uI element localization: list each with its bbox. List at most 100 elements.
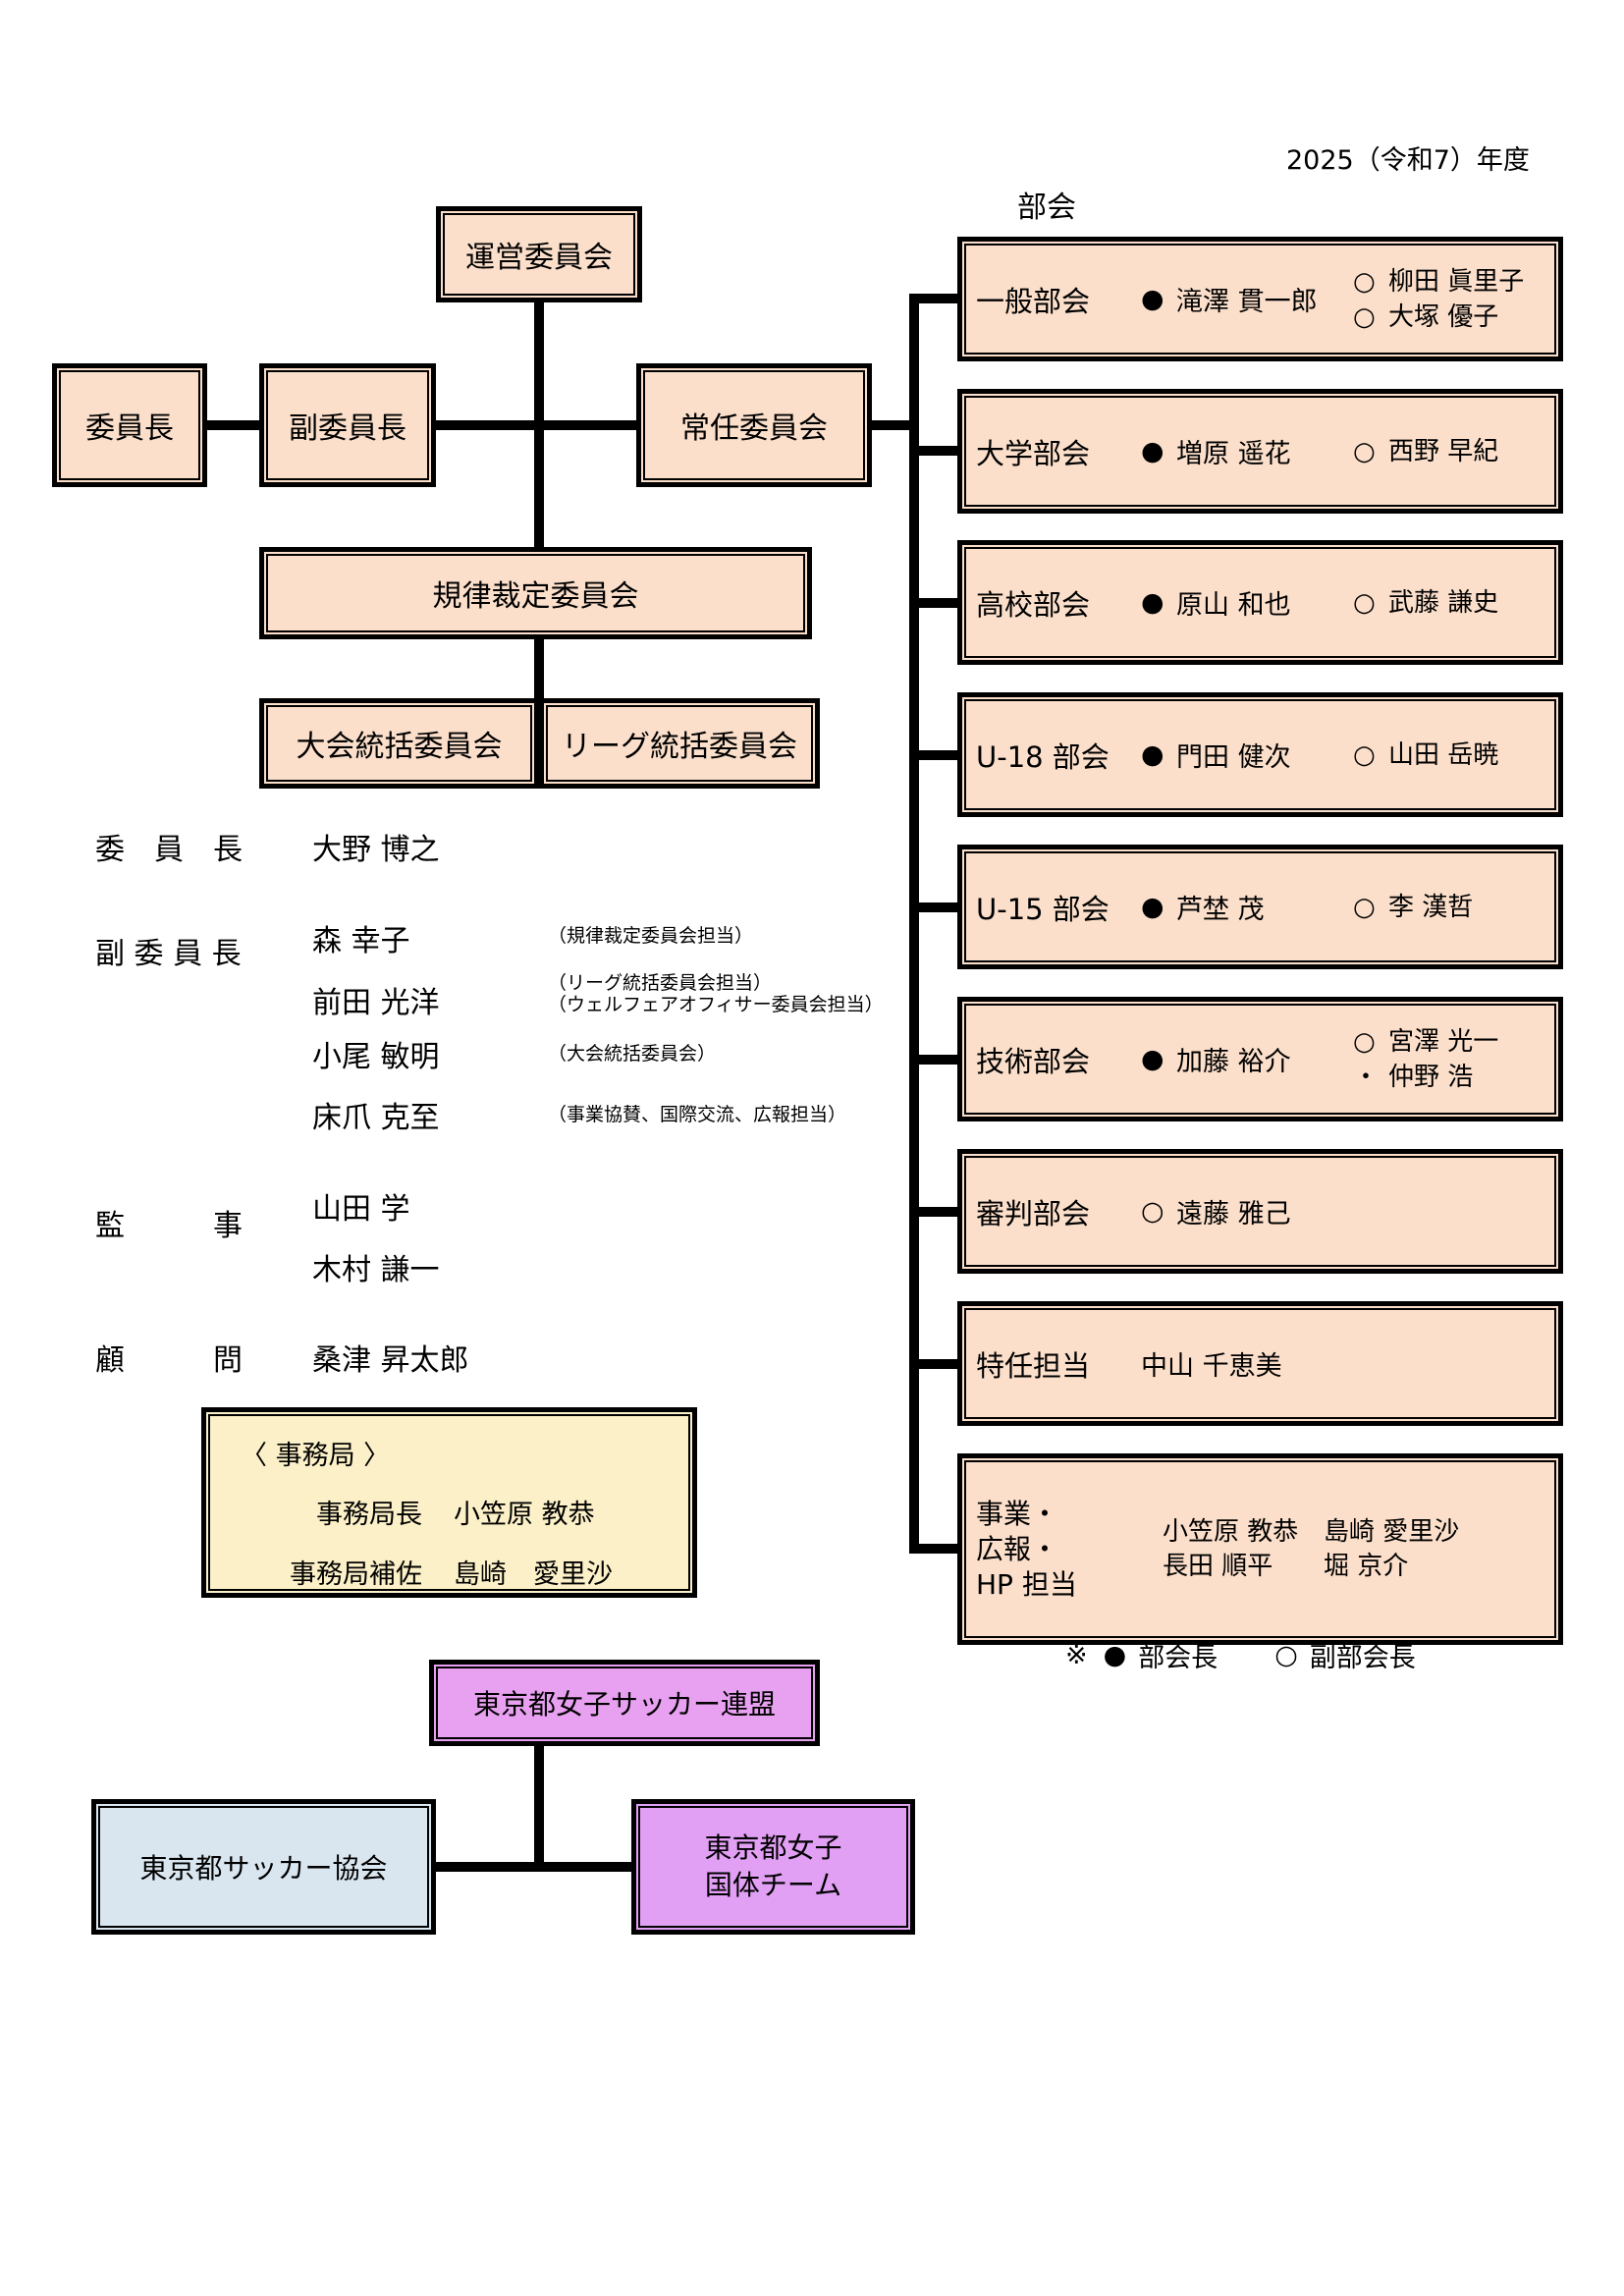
member-name: 小笠原 教恭: [1163, 1516, 1299, 1547]
bukai-name: 特任担当: [976, 1348, 1091, 1383]
officer-name: 桑津 昇太郎: [312, 1343, 469, 1378]
connector-spine: [909, 294, 919, 1554]
vice-name: 西野 早紀: [1388, 436, 1499, 466]
box-label: リーグ統括委員会: [562, 730, 797, 764]
bukai-chief: ● 増原 遥花: [1141, 432, 1353, 470]
vice-name: 柳田 眞里子: [1388, 266, 1525, 297]
box-label: 委員長: [85, 411, 174, 446]
vice-name: 大塚 優子: [1388, 301, 1499, 332]
role-fuku-iincho: 副 委 員 長: [95, 937, 242, 971]
chief-name: 滝澤 貫一郎: [1176, 287, 1318, 317]
connector-line: [207, 420, 259, 430]
bukai-chief: 中山 千恵美: [1141, 1344, 1353, 1383]
box-jonin-iinkai: 常任委員会: [636, 363, 872, 487]
box-label-line: 国体チーム: [704, 1869, 842, 1901]
officer-note: （ウェルフェアオフィサー委員会担当）: [548, 994, 884, 1015]
box-koko-bukai: 高校部会 ● 原山 和也 ○武藤 謙史: [957, 540, 1563, 665]
jimukyoku-role: 事務局補佐: [290, 1559, 422, 1590]
chief-marker: ○: [1141, 1196, 1164, 1227]
box-label-line: 東京都女子: [704, 1831, 842, 1864]
box-label: 大会統括委員会: [296, 730, 503, 764]
vice-name: 李 漢哲: [1388, 892, 1474, 922]
vice-name: 山田 岳暁: [1388, 739, 1499, 770]
bukai-chief: ● 芦埜 茂: [1141, 888, 1353, 926]
officer-note: （大会統括委員会）: [548, 1043, 717, 1065]
box-tokyo-joshi-soccer-renmei: 東京都女子サッカー連盟: [429, 1660, 820, 1746]
jimukyoku-name: 小笠原 教恭: [454, 1500, 595, 1530]
connector-stub: [909, 598, 957, 608]
role-kanji: 監 事: [95, 1209, 243, 1243]
member-name: 島崎 愛里沙: [1324, 1516, 1460, 1547]
bukai-vices: ○武藤 謙史: [1353, 585, 1558, 621]
officer-name: 前田 光洋: [312, 986, 440, 1020]
bukai-name: 審判部会: [976, 1196, 1091, 1230]
vice-marker: ○: [1353, 436, 1376, 466]
vice-marker: ○: [1353, 301, 1376, 332]
role-iincho: 委 員 長: [95, 833, 243, 867]
chief-name: 原山 和也: [1176, 590, 1291, 621]
box-tokyo-soccer-kyokai: 東京都サッカー協会: [91, 1799, 436, 1935]
bukai-name: 技術部会: [976, 1044, 1091, 1078]
box-daigaku-bukai: 大学部会 ● 増原 遥花 ○西野 早紀: [957, 389, 1563, 514]
connector-stub: [909, 1055, 957, 1065]
bukai-chief: ○ 遠藤 雅己: [1141, 1192, 1353, 1230]
chief-marker: ●: [1141, 739, 1164, 770]
box-ippan-bukai: 一般部会 ● 滝澤 貫一郎 ○柳田 眞里子 ○大塚 優子: [957, 237, 1563, 361]
bukai-vices: ○宮澤 光一 ・仲野 浩: [1353, 1024, 1558, 1095]
bukai-name: 事業・ 広報・ HP 担当: [962, 1497, 1163, 1603]
vice-marker: ○: [1353, 266, 1376, 297]
officer-name: 木村 謙一: [312, 1253, 440, 1287]
box-label: 副委員長: [289, 411, 406, 446]
bukai-vices: ○ 山田 岳暁: [1353, 738, 1558, 773]
box-label: 規律裁定委員会: [432, 579, 639, 614]
box-u18-bukai: U-18 部会 ● 門田 健次 ○山田 岳暁: [957, 692, 1563, 817]
officer-name: 床爪 克至: [312, 1101, 440, 1135]
box-label: 東京都サッカー協会: [139, 1852, 388, 1885]
officer-name: 大野 博之: [312, 833, 440, 867]
box-iincho: 委員長: [52, 363, 207, 487]
connector-stub: [909, 294, 957, 303]
connector-line: [534, 1746, 544, 1872]
box-fuku-iincho: 副委員長: [259, 363, 436, 487]
bukai-vices: ○李 漢哲: [1353, 890, 1558, 925]
bukai-name: U-18 部会: [976, 739, 1110, 774]
bukai-vices: ○ 西野 早紀: [1353, 434, 1558, 469]
member-name: 堀 京介: [1324, 1551, 1409, 1581]
box-tokyo-joshi-kokutai-team: 東京都女子 国体チーム: [631, 1799, 915, 1935]
connector-stub: [909, 750, 957, 760]
box-tokunin-tanto: 特任担当 中山 千恵美: [957, 1301, 1563, 1426]
bukai-chief: ● 加藤 裕介: [1141, 1040, 1353, 1078]
bukai-name: U-15 部会: [976, 892, 1110, 926]
box-jimukyoku: 〈 事務局 〉 事務局長 小笠原 教恭 事務局補佐 島崎 愛里沙: [201, 1407, 697, 1598]
officer-name: 小尾 敏明: [312, 1040, 440, 1074]
connector-stub: [909, 1207, 957, 1217]
vice-name: 宮澤 光一: [1388, 1026, 1499, 1057]
connector-line: [872, 420, 909, 430]
bukai-name: 高校部会: [976, 587, 1091, 622]
box-league-tokatsu-iinkai: リーグ統括委員会: [539, 698, 820, 789]
vice-marker: ・: [1353, 1062, 1380, 1092]
vice-name: 武藤 謙史: [1388, 587, 1499, 618]
box-gijutsu-bukai: 技術部会 ● 加藤 裕介 ○宮澤 光一 ・仲野 浩: [957, 997, 1563, 1121]
connector-line: [436, 1862, 631, 1872]
officer-name: 森 幸子: [312, 924, 410, 958]
box-label: 常任委員会: [680, 411, 828, 446]
box-u15-bukai: U-15 部会 ● 芦埜 茂 ○李 漢哲: [957, 845, 1563, 969]
bukai-name-line: 事業・: [976, 1497, 1059, 1530]
vice-marker-icon: ○: [1274, 1640, 1298, 1670]
bukai-name: 一般部会: [976, 284, 1091, 318]
connector-line: [534, 639, 544, 698]
connector-line: [436, 420, 636, 430]
box-label: 運営委員会: [465, 241, 613, 275]
vice-name: 仲野 浩: [1388, 1062, 1474, 1092]
chief-marker-icon: ●: [1103, 1640, 1127, 1670]
chief-marker: ●: [1141, 436, 1164, 466]
vice-marker: ○: [1353, 739, 1376, 770]
legend-chief-label: 部会長: [1138, 1643, 1218, 1673]
legend: ※ ● 部会長 ○ 副部会長: [1065, 1636, 1416, 1674]
jimukyoku-title: 〈 事務局 〉: [241, 1441, 391, 1471]
connector-stub: [909, 1544, 957, 1554]
box-label: 東京都女子サッカー連盟: [472, 1688, 776, 1721]
box-jigyo-koho-hp-tanto: 事業・ 広報・ HP 担当 小笠原 教恭 長田 順平 島崎 愛里沙 堀 京介: [957, 1453, 1563, 1645]
